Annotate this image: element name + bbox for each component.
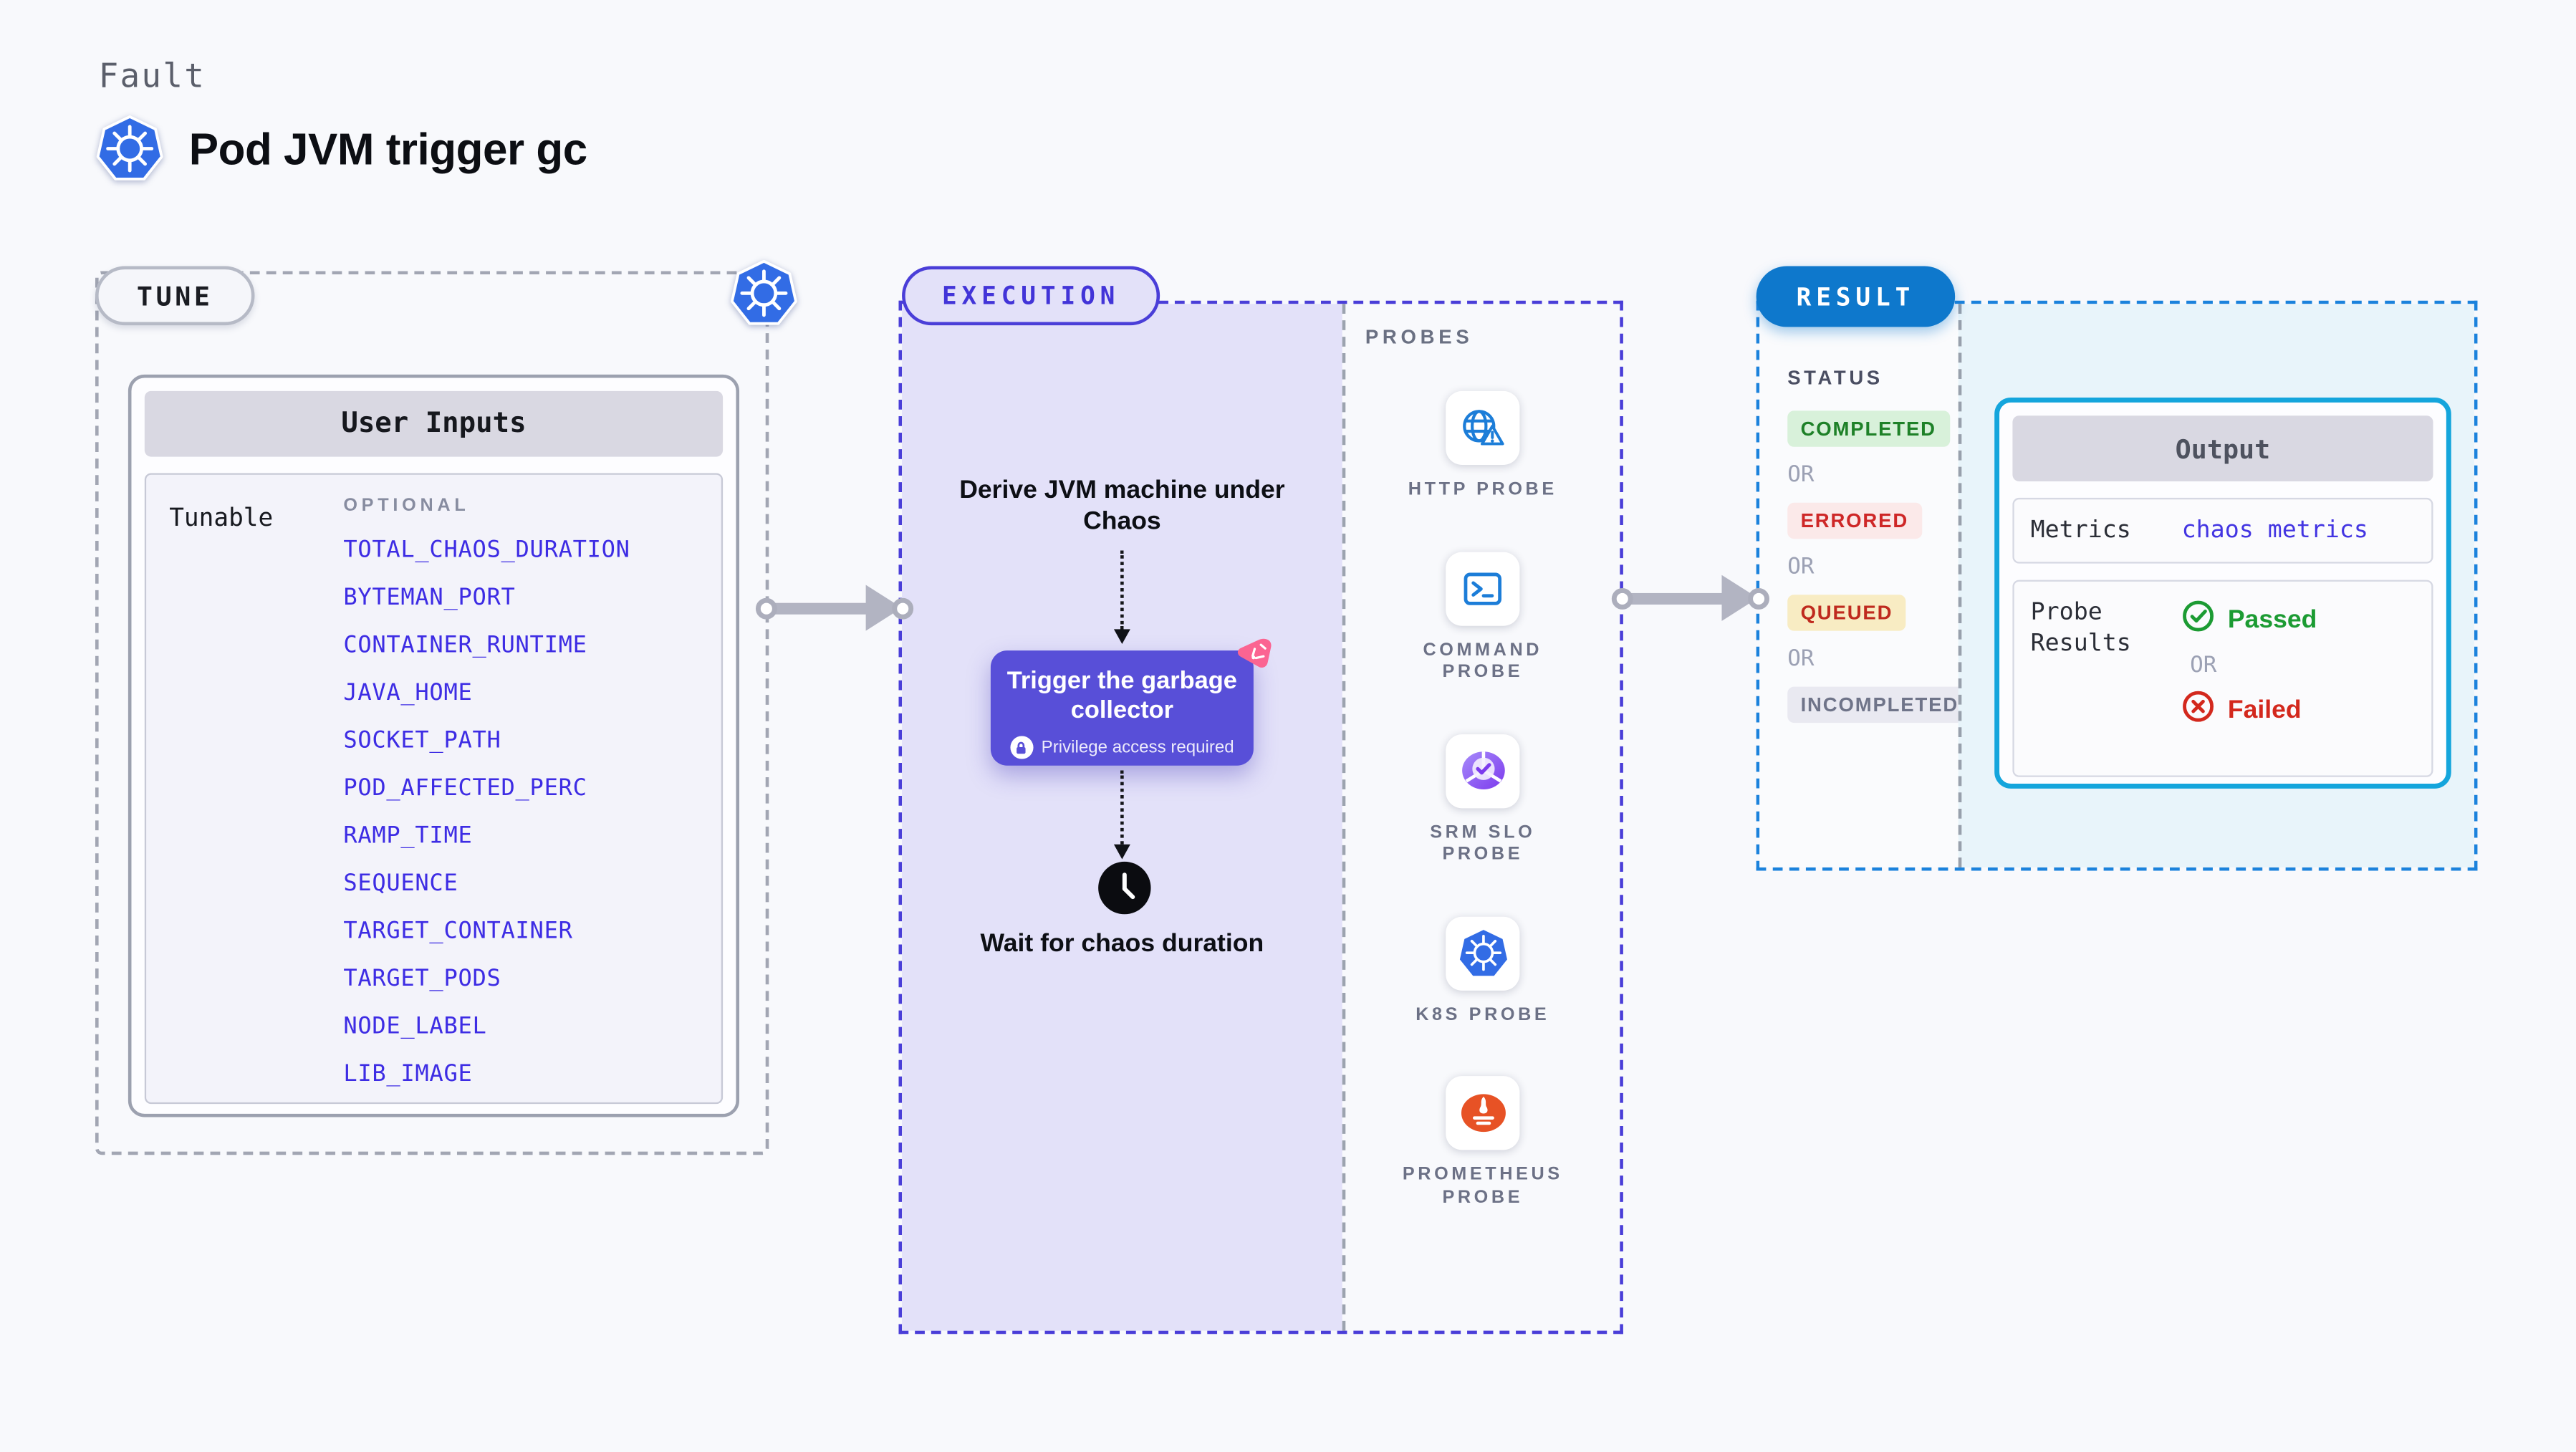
derive-step-label: Derive JVM machine under Chaos: [959, 476, 1285, 536]
tune-badge: TUNE: [95, 266, 255, 326]
variable-link[interactable]: LIB_IMAGE: [343, 1061, 473, 1088]
variable-link[interactable]: JAVA_HOME: [343, 680, 473, 707]
variable-link[interactable]: RAMP_TIME: [343, 822, 473, 850]
result-badge: RESULT: [1756, 266, 1956, 327]
variable-link[interactable]: TARGET_CONTAINER: [343, 918, 573, 945]
variable-link[interactable]: CONTAINER_RUNTIME: [343, 632, 587, 659]
passed-line: Passed: [2182, 600, 2317, 640]
privilege-note-text: Privilege access required: [1041, 737, 1234, 758]
output-card: Output Metrics chaos metrics Probe Resul…: [1994, 398, 2451, 789]
status-panel: STATUS COMPLETED OR ERRORED OR QUEUED OR…: [1759, 304, 1972, 867]
probe-caption: HTTP PROBE: [1408, 479, 1557, 500]
connector-dot: [1611, 587, 1633, 609]
probes-panel: PROBES: [1342, 304, 1620, 1331]
title-row: Pod JVM trigger gc: [95, 115, 587, 184]
failed-line: Failed: [2182, 690, 2317, 731]
probe-results-label: Probe Results: [2030, 600, 2131, 658]
k8s-probe-icon[interactable]: [1446, 915, 1520, 990]
tunable-row-label: Tunable: [169, 502, 274, 533]
connector-dot: [755, 597, 777, 619]
variable-link[interactable]: BYTEMAN_PORT: [343, 585, 516, 612]
http-probe-icon[interactable]: [1446, 390, 1520, 466]
probe-caption: COMMAND PROBE: [1423, 640, 1543, 682]
probe-item-srm-slo: SRM SLO PROBE: [1385, 734, 1580, 867]
variable-link[interactable]: TARGET_PODS: [343, 966, 501, 993]
execution-panel: Derive JVM machine under Chaos Trigger t…: [902, 304, 1342, 1331]
or-label: OR: [2190, 652, 2217, 679]
status-badge-incompleted: INCOMPLETED: [1787, 686, 1972, 723]
command-probe-icon[interactable]: [1446, 551, 1520, 625]
variable-link[interactable]: NODE_LABEL: [343, 1014, 487, 1040]
privilege-note: Privilege access required: [991, 736, 1254, 759]
variable-link[interactable]: SOCKET_PATH: [343, 727, 501, 754]
kubernetes-icon: [729, 259, 798, 328]
metrics-value: chaos metrics: [2181, 517, 2368, 544]
variable-link[interactable]: TOTAL_CHAOS_DURATION: [343, 537, 630, 564]
probe-item-prometheus: PROMETHEUS PROBE: [1385, 1076, 1580, 1209]
kubernetes-icon: [95, 115, 164, 184]
tune-to-execution-arrow: [755, 585, 914, 631]
or-label: OR: [1787, 461, 1815, 489]
status-badge-queued: QUEUED: [1787, 595, 1906, 631]
user-inputs-title: User Inputs: [144, 390, 724, 457]
tune-section: [95, 271, 769, 1155]
probes-to-result-arrow: [1611, 574, 1769, 621]
tunables-panel: Tunable OPTIONAL TOTAL_CHAOS_DURATION BY…: [144, 473, 724, 1105]
probe-caption: PROMETHEUS PROBE: [1402, 1165, 1563, 1207]
variable-link[interactable]: POD_AFFECTED_PERC: [343, 775, 587, 802]
probe-results-row: Probe Results Passed OR: [2012, 580, 2433, 777]
probe-item-command: COMMAND PROBE: [1385, 551, 1580, 684]
user-inputs-card: User Inputs Tunable OPTIONAL TOTAL_CHAOS…: [128, 374, 740, 1117]
optional-label: OPTIONAL: [343, 496, 470, 516]
connector-dot: [1748, 587, 1769, 609]
down-arrow: [1113, 770, 1130, 860]
variable-list: TOTAL_CHAOS_DURATION BYTEMAN_PORT CONTAI…: [343, 537, 698, 1087]
metrics-label: Metrics: [2030, 516, 2131, 543]
failed-x-icon: [2182, 690, 2215, 731]
probe-list: HTTP PROBE COMMAND PROBE: [1345, 390, 1620, 1209]
clock-icon: [1097, 861, 1152, 923]
srm-slo-probe-icon[interactable]: [1446, 734, 1520, 808]
probe-caption: SRM SLO PROBE: [1430, 822, 1536, 865]
status-label: STATUS: [1787, 366, 1883, 390]
lock-icon: [1010, 736, 1034, 759]
page-title: Pod JVM trigger gc: [188, 124, 587, 173]
connector-shaft: [774, 602, 870, 614]
status-badge-errored: ERRORED: [1787, 502, 1922, 539]
output-panel: Output Metrics chaos metrics Probe Resul…: [1958, 304, 2474, 867]
or-label: OR: [1787, 553, 1815, 580]
execution-badge: EXECUTION: [902, 266, 1160, 326]
failed-label: Failed: [2227, 696, 2302, 724]
fault-eyebrow: Fault: [98, 55, 206, 96]
wait-step-label: Wait for chaos duration: [980, 930, 1264, 958]
trigger-gc-button[interactable]: Trigger the garbage collector Privilege …: [990, 638, 1272, 766]
chaos-fault-icon: [1232, 634, 1272, 682]
or-label: OR: [1787, 645, 1815, 673]
probe-item-http: HTTP PROBE: [1385, 390, 1580, 502]
trigger-gc-label: Trigger the garbage collector: [1006, 667, 1237, 725]
probe-caption: K8S PROBE: [1416, 1004, 1550, 1024]
output-title: Output: [2012, 415, 2433, 481]
passed-label: Passed: [2227, 605, 2317, 634]
result-section: STATUS COMPLETED OR ERRORED OR QUEUED OR…: [1756, 300, 2478, 871]
variable-link[interactable]: SEQUENCE: [343, 870, 458, 898]
metrics-row: Metrics chaos metrics: [2012, 497, 2433, 564]
prometheus-probe-icon[interactable]: [1446, 1076, 1520, 1150]
down-arrow: [1113, 550, 1130, 645]
status-badge-completed: COMPLETED: [1787, 410, 1950, 447]
probe-item-k8s: K8S PROBE: [1385, 915, 1580, 1027]
passed-check-icon: [2182, 600, 2215, 640]
connector-shaft: [1630, 592, 1726, 604]
connector-dot: [892, 597, 914, 619]
probes-label: PROBES: [1365, 325, 1474, 349]
execution-section: Derive JVM machine under Chaos Trigger t…: [898, 300, 1623, 1335]
